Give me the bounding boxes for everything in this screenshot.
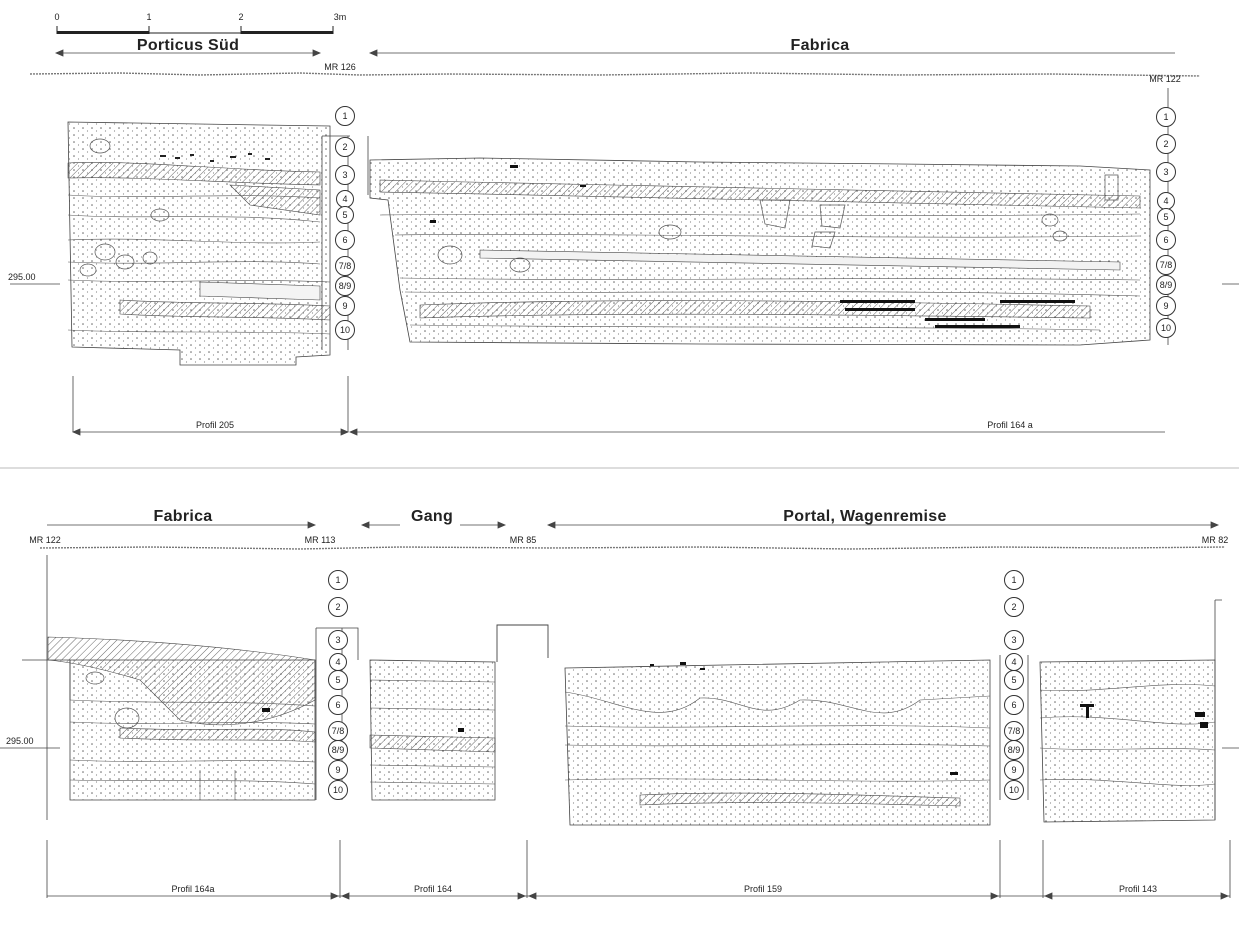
layer-marker: 1 bbox=[335, 106, 355, 126]
top-wall-mr126: MR 126 bbox=[324, 62, 356, 72]
layer-marker: 10 bbox=[1156, 318, 1176, 338]
bottom-profile-arrows bbox=[46, 840, 1231, 900]
layer-marker: 3 bbox=[328, 630, 348, 650]
top-profil-164a: Profil 164 a bbox=[985, 420, 1035, 430]
bottom-title-gang: Gang bbox=[410, 508, 454, 525]
bottom-profil-159: Profil 159 bbox=[741, 884, 785, 894]
layer-marker: 1 bbox=[1156, 107, 1176, 127]
layer-marker: 8/9 bbox=[335, 276, 355, 296]
layer-marker: 8/9 bbox=[1156, 275, 1176, 295]
top-extent-arrows bbox=[54, 49, 1175, 57]
bottom-extent-arrows bbox=[47, 521, 1220, 529]
profil-164-section bbox=[369, 659, 496, 801]
layer-marker: 10 bbox=[328, 780, 348, 800]
bottom-wall-mr122: MR 122 bbox=[29, 535, 61, 545]
layer-marker: 4 bbox=[1157, 192, 1175, 210]
layer-marker: 5 bbox=[1157, 208, 1175, 226]
layer-marker: 7/8 bbox=[328, 721, 348, 741]
layer-marker: 8/9 bbox=[328, 740, 348, 760]
bottom-title-portal: Portal, Wagenremise bbox=[783, 508, 947, 525]
bottom-elevation: 295.00 bbox=[6, 736, 34, 746]
profil-164a-section bbox=[369, 157, 1151, 346]
scale-tick-0: 0 bbox=[54, 12, 60, 22]
scale-tick-1: 1 bbox=[146, 12, 152, 22]
layer-marker: 2 bbox=[328, 597, 348, 617]
bottom-layer-column-b bbox=[999, 655, 1029, 800]
profil-143-section bbox=[1039, 659, 1216, 823]
layer-marker: 8/9 bbox=[1004, 740, 1024, 760]
layer-marker: 5 bbox=[336, 206, 354, 224]
layer-marker: 2 bbox=[335, 137, 355, 157]
bottom-ground-surface bbox=[39, 546, 1226, 550]
layer-marker: 7/8 bbox=[1004, 721, 1024, 741]
layer-marker: 3 bbox=[1004, 630, 1024, 650]
layer-marker: 7/8 bbox=[335, 256, 355, 276]
scale-bar bbox=[56, 26, 334, 34]
layer-marker: 10 bbox=[335, 320, 355, 340]
layer-marker: 10 bbox=[1004, 780, 1024, 800]
top-panel bbox=[10, 49, 1239, 436]
bottom-profil-143: Profil 143 bbox=[1116, 884, 1160, 894]
layer-marker: 7/8 bbox=[1156, 255, 1176, 275]
top-profile-arrows bbox=[71, 376, 1165, 436]
layer-marker: 6 bbox=[335, 230, 355, 250]
top-ground-surface bbox=[29, 72, 1201, 77]
bottom-title-fabrica: Fabrica bbox=[153, 508, 213, 525]
layer-marker: 1 bbox=[1004, 570, 1024, 590]
profil-159-section bbox=[564, 659, 991, 826]
top-profil-205: Profil 205 bbox=[193, 420, 237, 430]
layer-marker: 3 bbox=[335, 165, 355, 185]
layer-marker: 2 bbox=[1156, 134, 1176, 154]
top-elevation: 295.00 bbox=[8, 272, 36, 282]
bottom-profil-164a: Profil 164a bbox=[169, 884, 217, 894]
layer-marker: 3 bbox=[1156, 162, 1176, 182]
layer-marker: 1 bbox=[328, 570, 348, 590]
bottom-wall-mr85: MR 85 bbox=[509, 535, 537, 545]
layer-marker: 2 bbox=[1004, 597, 1024, 617]
profil-205-section bbox=[67, 121, 331, 366]
bottom-wall-mr113: MR 113 bbox=[304, 535, 336, 545]
layer-marker: 9 bbox=[1156, 296, 1176, 316]
layer-marker: 9 bbox=[1004, 760, 1024, 780]
top-title-fabrica: Fabrica bbox=[790, 37, 850, 54]
layer-marker: 5 bbox=[1004, 670, 1024, 690]
layer-marker: 4 bbox=[329, 653, 347, 671]
layer-marker: 6 bbox=[1004, 695, 1024, 715]
bottom-profil-164: Profil 164 bbox=[411, 884, 455, 894]
scale-tick-2: 2 bbox=[238, 12, 244, 22]
scale-tick-3: 3m bbox=[333, 12, 347, 22]
layer-marker: 6 bbox=[1156, 230, 1176, 250]
layer-marker: 9 bbox=[335, 296, 355, 316]
layer-marker: 9 bbox=[328, 760, 348, 780]
top-wall-mr122: MR 122 bbox=[1149, 74, 1181, 84]
bottom-wall-mr82: MR 82 bbox=[1201, 535, 1229, 545]
bottom-panel bbox=[0, 521, 1239, 900]
layer-marker: 6 bbox=[328, 695, 348, 715]
layer-marker: 4 bbox=[1005, 653, 1023, 671]
top-title-porticus: Porticus Süd bbox=[136, 37, 240, 54]
layer-marker: 5 bbox=[328, 670, 348, 690]
profil-164a-bottom-section bbox=[47, 636, 316, 801]
